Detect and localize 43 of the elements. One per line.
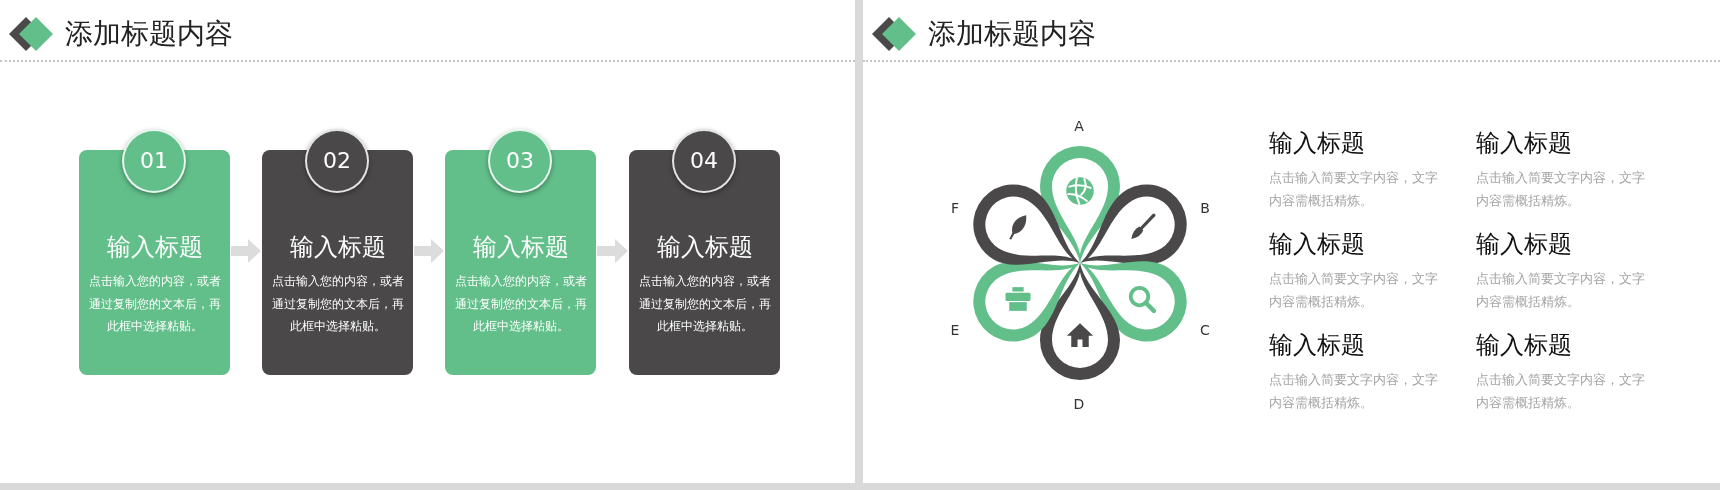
item-text: 点击输入简要文字内容，文字内容需概括精炼。 bbox=[1269, 370, 1439, 412]
item-text: 点击输入简要文字内容，文字内容需概括精炼。 bbox=[1476, 370, 1646, 412]
card-text: 点击输入您的内容，或者通过复制您的文本后，再此框中选择粘贴。 bbox=[453, 273, 588, 335]
card-title: 输入标题 bbox=[106, 232, 203, 262]
card-title: 输入标题 bbox=[472, 232, 569, 262]
number-circle bbox=[488, 129, 552, 193]
step-number: 03 bbox=[506, 148, 534, 174]
item-title: 输入标题 bbox=[1476, 330, 1572, 360]
step-card bbox=[629, 150, 780, 375]
arrow bbox=[231, 239, 261, 263]
petal-label: C bbox=[1200, 321, 1210, 339]
petal-label: A bbox=[1074, 117, 1084, 135]
petal-label: B bbox=[1200, 199, 1210, 217]
card-title: 输入标题 bbox=[656, 232, 753, 262]
petal-label: F bbox=[950, 199, 960, 217]
petal-label: E bbox=[950, 321, 960, 339]
item-title: 输入标题 bbox=[1269, 229, 1365, 259]
number-circle bbox=[672, 129, 736, 193]
item-text: 点击输入简要文字内容，文字内容需概括精炼。 bbox=[1476, 269, 1646, 311]
card-text: 点击输入您的内容，或者通过复制您的文本后，再此框中选择粘贴。 bbox=[637, 273, 772, 335]
card-text: 点击输入您的内容，或者通过复制您的文本后，再此框中选择粘贴。 bbox=[270, 273, 405, 335]
step-card bbox=[79, 150, 230, 375]
item-title: 输入标题 bbox=[1269, 128, 1365, 158]
petal-label: D bbox=[1073, 395, 1085, 413]
step-number: 04 bbox=[690, 148, 718, 174]
step-card bbox=[445, 150, 596, 375]
item-text: 点击输入简要文字内容，文字内容需概括精炼。 bbox=[1476, 168, 1646, 210]
step-number: 02 bbox=[323, 148, 351, 174]
item-title: 输入标题 bbox=[1476, 128, 1572, 158]
card-text: 点击输入您的内容，或者通过复制您的文本后，再此框中选择粘贴。 bbox=[87, 273, 222, 335]
number-circle bbox=[305, 129, 369, 193]
arrow bbox=[597, 239, 628, 263]
slide-title: 添加标题内容 bbox=[928, 16, 1096, 52]
item-text: 点击输入简要文字内容，文字内容需概括精炼。 bbox=[1269, 269, 1439, 311]
step-number: 01 bbox=[140, 148, 168, 174]
step-card bbox=[262, 150, 413, 375]
item-title: 输入标题 bbox=[1269, 330, 1365, 360]
slide-title: 添加标题内容 bbox=[65, 16, 233, 52]
number-circle bbox=[122, 129, 186, 193]
card-title: 输入标题 bbox=[289, 232, 386, 262]
item-text: 点击输入简要文字内容，文字内容需概括精炼。 bbox=[1269, 168, 1439, 210]
arrow bbox=[414, 239, 444, 263]
item-title: 输入标题 bbox=[1476, 229, 1572, 259]
